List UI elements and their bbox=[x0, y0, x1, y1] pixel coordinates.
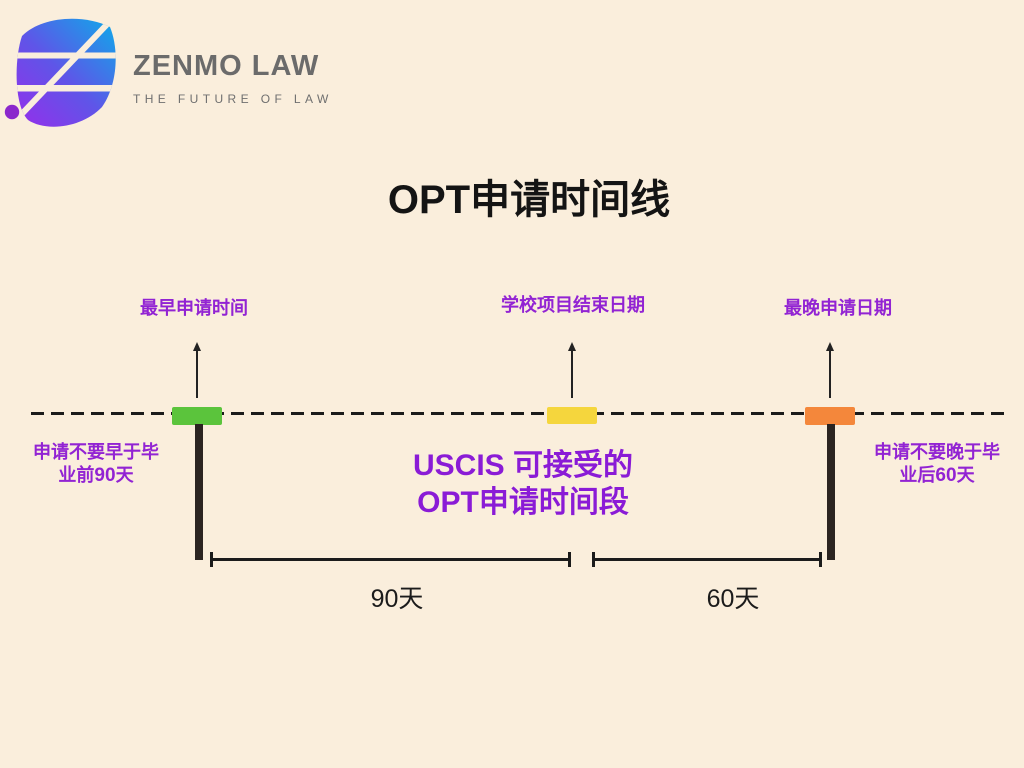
uscis-window-label: USCIS 可接受的 OPT申请时间段 bbox=[363, 447, 683, 521]
span-60-days bbox=[592, 552, 822, 567]
brand-text: ZENMO LAW THE FUTURE OF LAW bbox=[133, 50, 333, 106]
span-90-days-label: 90天 bbox=[370, 585, 424, 613]
marker-latest bbox=[805, 407, 855, 425]
note-line2-suffix: 天 bbox=[956, 465, 975, 485]
drop-bar-left bbox=[195, 424, 203, 560]
note-line2-prefix: 业前 bbox=[58, 465, 95, 485]
page-title: OPT申请时间线 bbox=[387, 178, 671, 222]
uscis-window-line1: USCIS 可接受的 bbox=[412, 449, 634, 482]
label-earliest-apply-time: 最早申请时间 bbox=[140, 298, 248, 318]
label-program-end-date: 学校项目结束日期 bbox=[501, 295, 645, 315]
note-line1: 申请不要晚于毕 bbox=[874, 442, 1000, 462]
note-line2-prefix: 业后 bbox=[899, 465, 936, 485]
span-60-days-label: 60天 bbox=[706, 585, 760, 613]
label-latest-apply-date: 最晚申请日期 bbox=[784, 298, 892, 318]
up-arrow-icon bbox=[825, 342, 834, 398]
marker-earliest bbox=[172, 407, 222, 425]
up-arrow-icon bbox=[567, 342, 576, 398]
note-number: 60 bbox=[935, 465, 957, 486]
note-line1: 申请不要早于毕 bbox=[33, 442, 159, 462]
drop-bar-right bbox=[827, 424, 835, 560]
marker-program-end bbox=[547, 407, 597, 424]
up-arrow-icon bbox=[192, 342, 201, 398]
brand-name: ZENMO LAW bbox=[133, 50, 320, 82]
brand-tagline: THE FUTURE OF LAW bbox=[133, 92, 333, 106]
note-number: 90 bbox=[94, 465, 116, 486]
timeline-axis bbox=[31, 412, 1007, 415]
note-not-earlier-than-90-days: 申请不要早于毕 业前90天 bbox=[11, 441, 181, 487]
note-line2-suffix: 天 bbox=[115, 465, 134, 485]
span-90-days bbox=[210, 552, 571, 567]
zenmo-leaf-logo-icon bbox=[2, 14, 120, 132]
note-not-later-than-60-days: 申请不要晚于毕 业后60天 bbox=[852, 441, 1022, 487]
uscis-window-line2: OPT申请时间段 bbox=[417, 486, 629, 519]
